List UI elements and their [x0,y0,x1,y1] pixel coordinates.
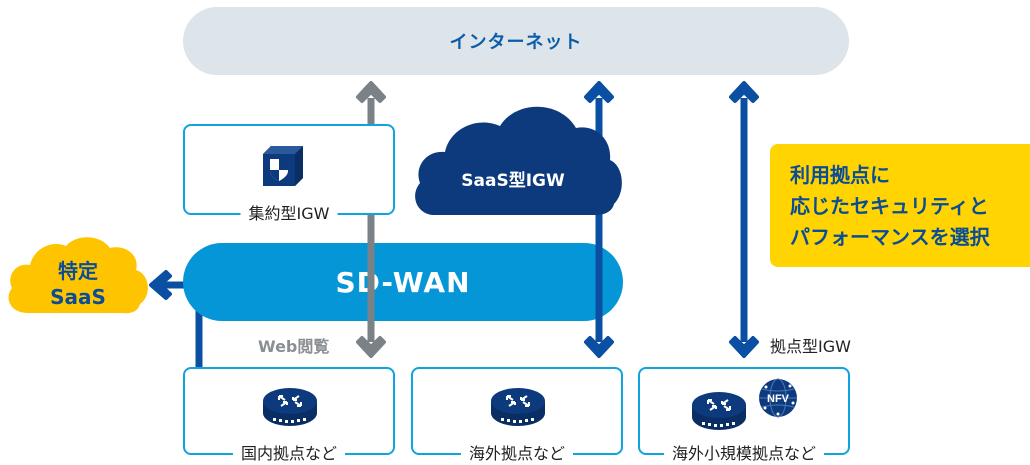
site-label-overseas: 海外拠点など [460,444,574,464]
selection-note: 利用拠点に 応じたセキュリティと パフォーマンスを選択 [770,144,1030,267]
site-label-small-overseas: 海外小規模拠点など [663,444,825,464]
site-box-small-overseas: NFV 海外小規模拠点など [638,367,850,464]
saas-igw-label: SaaS型IGW [461,171,565,191]
sdwan-bar: SD-WAN [183,243,623,321]
router-icon [692,392,746,430]
specific-saas-line1: 特定 [58,259,98,283]
sdwan-label: SD-WAN [335,265,471,299]
site-box-overseas: 海外拠点など [411,367,623,464]
saas-igw-cloud [415,106,622,215]
internet-bar: インターネット [183,7,849,75]
note-line-3: パフォーマンスを選択 [790,225,990,249]
nfv-label: NFV [767,393,790,405]
specific-saas-text: 特定 SaaS [38,258,118,310]
specific-saas-cloud [8,237,148,314]
nfv-globe-icon: NFV [759,378,797,418]
site-box-domestic: 国内拠点など [183,367,395,464]
specific-saas-line2: SaaS [50,285,106,309]
site-igw-label: 拠点型IGW [770,337,851,356]
site-label-domestic: 国内拠点など [232,444,346,464]
router-icon [263,388,317,426]
note-line-1: 利用拠点に [790,163,890,187]
site-igw-arrow [729,81,759,358]
central-igw-box: 集約型IGW [183,124,395,224]
web-browsing-label: Web閲覧 [258,337,330,356]
router-icon [491,388,545,426]
shield-cube-icon [263,146,303,186]
central-igw-label: 集約型IGW [240,204,338,224]
note-line-2: 応じたセキュリティと [790,194,989,218]
internet-label: インターネット [449,32,583,53]
